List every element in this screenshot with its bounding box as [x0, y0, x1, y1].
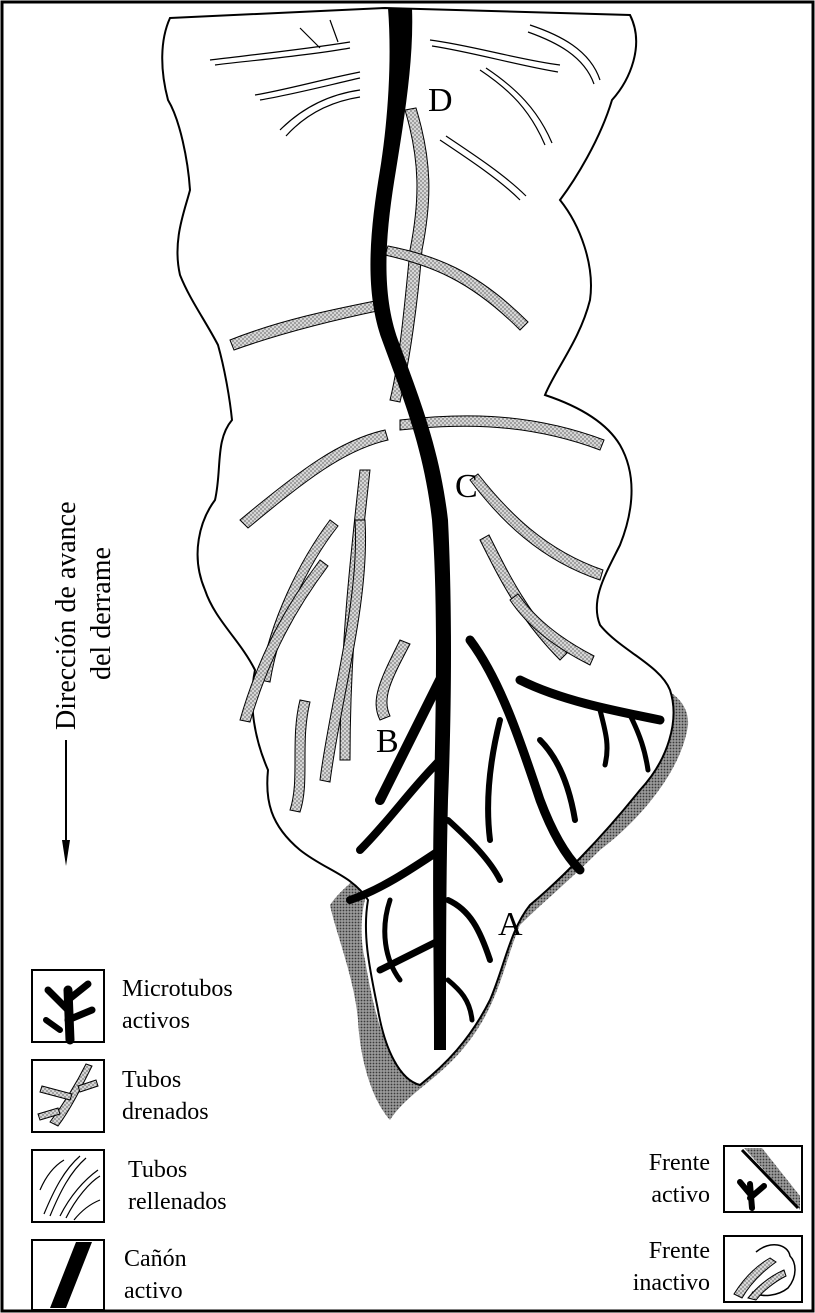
direction-arrow-head — [62, 840, 70, 866]
legend-drenados-line2: drenados — [122, 1099, 209, 1125]
legend-microtubos-line2: activos — [122, 1008, 190, 1034]
legend-frente-inactivo-line2: inactivo — [633, 1270, 710, 1296]
zone-label-a: A — [498, 906, 523, 943]
legend-frente-inactivo-line1: Frente — [649, 1238, 710, 1264]
legend-microtubos-line1: Microtubos — [122, 976, 233, 1002]
legend-right: Frente activo Frente inactivo — [633, 1146, 802, 1302]
legend-frente-activo-line2: activo — [651, 1182, 710, 1208]
legend-canon-line2: activo — [124, 1278, 183, 1304]
flow-direction-axis: Dirección de avance del derrame — [51, 501, 117, 866]
legend-canon-line1: Cañón — [124, 1246, 187, 1272]
zone-label-c: C — [455, 468, 478, 505]
legend-drenados-line1: Tubos — [122, 1067, 181, 1093]
legend-left: Microtubos activos Tubos drenados Tubos … — [32, 970, 233, 1310]
zone-label-d: D — [428, 82, 453, 119]
zone-label-b: B — [376, 723, 399, 760]
legend-rellenados-line2: rellenados — [128, 1189, 227, 1215]
legend-frente-activo-line1: Frente — [649, 1150, 710, 1176]
legend-rellenados-swatch — [32, 1150, 104, 1222]
legend-rellenados-line1: Tubos — [128, 1157, 187, 1183]
axis-label-line2: del derrame — [86, 547, 117, 680]
axis-label-line1: Dirección de avance — [51, 501, 82, 730]
